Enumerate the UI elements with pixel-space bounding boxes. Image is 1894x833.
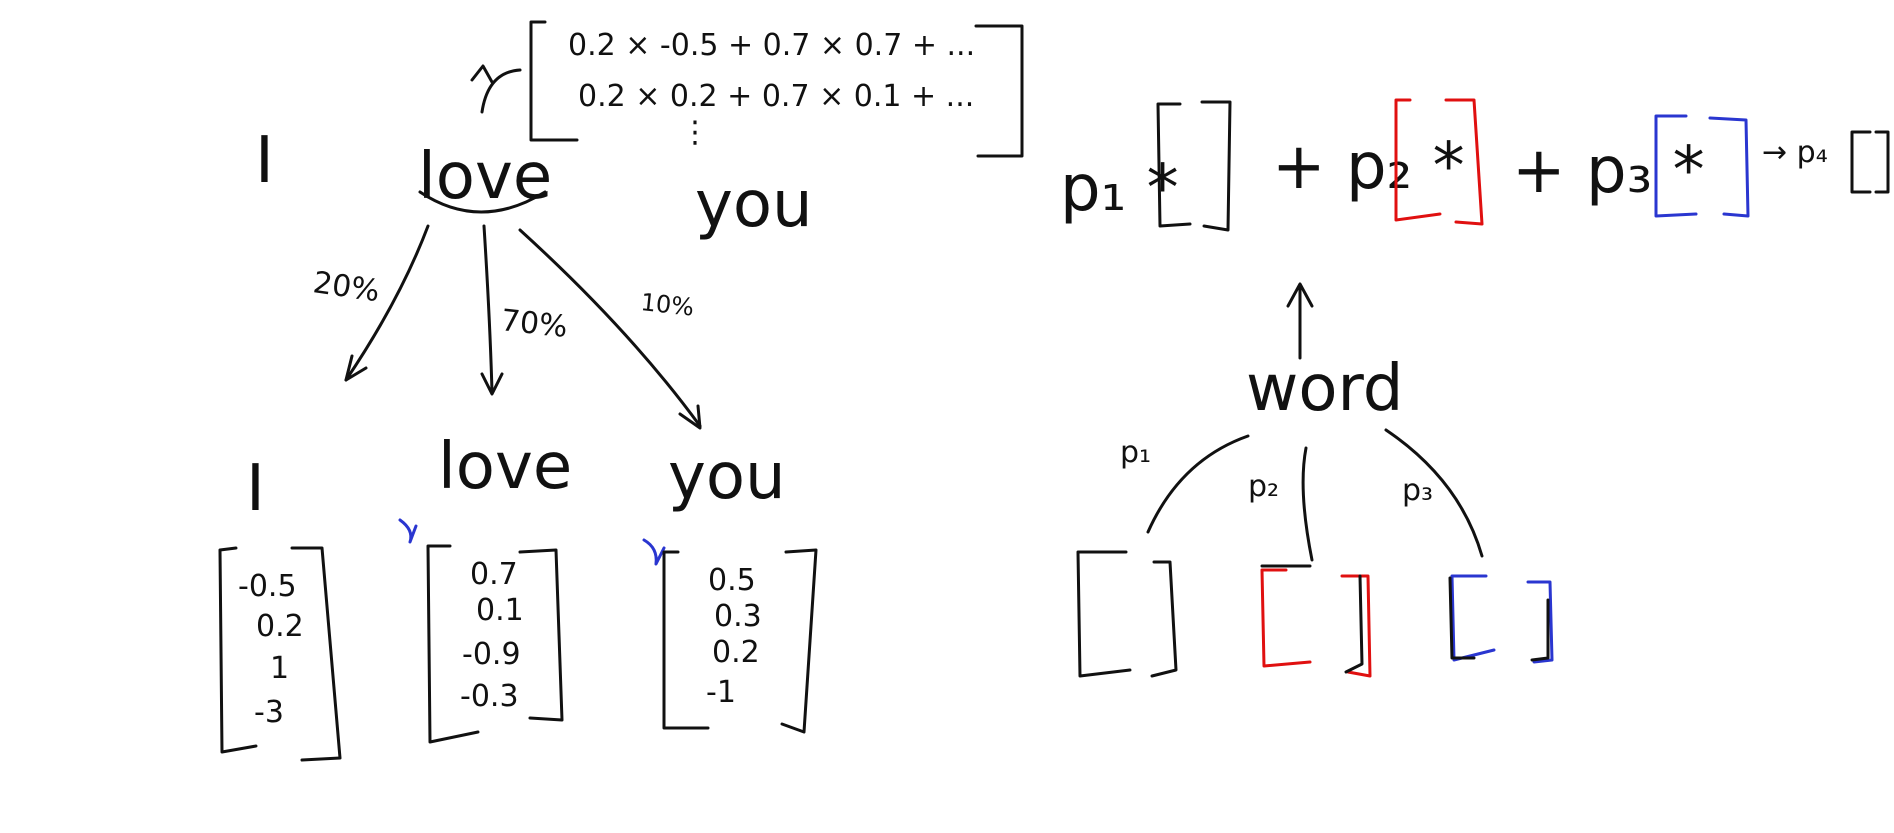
vector-i-row-4: -3 xyxy=(254,695,284,730)
blue-tick-love xyxy=(398,518,418,544)
word-to-equation-arrowhead xyxy=(1286,282,1314,308)
love-to-result-arrowhead xyxy=(470,64,494,84)
vector-you-row-3: 0.2 xyxy=(712,635,760,670)
branch-3-label: p₃ xyxy=(1402,473,1433,508)
weight-i-label: 20% xyxy=(311,265,382,309)
love-underline-arc xyxy=(418,190,547,214)
blue-tick-you xyxy=(642,538,666,566)
equation-vector-1-right xyxy=(1200,100,1232,232)
love-to-result-arrow xyxy=(480,68,522,114)
word-i-top: I xyxy=(255,124,274,198)
vector-you-row-1: 0.5 xyxy=(708,563,756,598)
bottom-vector-3-left xyxy=(1450,574,1496,662)
branch-1-label: p₁ xyxy=(1120,435,1151,470)
word-i-bottom: I xyxy=(246,452,265,526)
vector-i-row-3: 1 xyxy=(270,651,289,686)
arrow-love-to-you-head xyxy=(678,404,702,430)
branch-2-label: p₂ xyxy=(1248,469,1279,504)
vector-you-right-bracket xyxy=(780,548,818,734)
word-you-bottom: you xyxy=(668,440,786,514)
weight-you-label: 10% xyxy=(639,288,695,321)
arrow-love-to-i xyxy=(344,224,430,382)
vector-i-row-1: -0.5 xyxy=(238,569,297,604)
branch-3 xyxy=(1384,428,1484,558)
vector-love-left-bracket xyxy=(426,544,480,744)
branch-1 xyxy=(1146,434,1250,534)
bottom-vector-1-right xyxy=(1150,560,1178,678)
result-matrix-right-bracket xyxy=(974,24,1024,158)
word-love-bottom: love xyxy=(438,430,572,504)
bottom-vector-1-left xyxy=(1076,550,1132,678)
equation-vector-2-left xyxy=(1394,98,1442,222)
vector-i-left-bracket xyxy=(218,546,258,754)
branch-2 xyxy=(1301,446,1314,562)
equation-vector-2-right xyxy=(1444,98,1484,226)
equation-term-4: → p₄ xyxy=(1762,135,1828,170)
result-row-1: 0.2 × -0.5 + 0.7 × 0.7 + ... xyxy=(568,28,975,63)
result-row-3: ⋮ xyxy=(680,115,710,150)
vector-love-row-4: -0.3 xyxy=(460,679,519,714)
equation-vector-1-left xyxy=(1156,102,1192,228)
bottom-vector-2-left xyxy=(1260,568,1312,668)
arrow-love-to-love-head xyxy=(480,372,504,396)
vector-you-row-4: -1 xyxy=(706,675,736,710)
vector-you-row-2: 0.3 xyxy=(714,599,762,634)
equation-term-3: + p₃ * xyxy=(1512,134,1705,208)
vector-i-row-2: 0.2 xyxy=(256,609,304,644)
arrow-love-to-you xyxy=(518,228,702,428)
vector-love-row-1: 0.7 xyxy=(470,557,518,592)
weight-love-label: 70% xyxy=(499,303,569,345)
vector-love-row-2: 0.1 xyxy=(476,593,524,628)
result-matrix-left-bracket xyxy=(529,20,579,142)
word-label: word xyxy=(1246,352,1403,426)
equation-vector-4-left xyxy=(1850,130,1872,194)
equation-term-2: + p₂ * xyxy=(1272,130,1465,204)
equation-vector-3-left xyxy=(1654,114,1698,218)
word-you-top: you xyxy=(695,168,813,242)
bottom-vector-3-right xyxy=(1526,580,1554,664)
result-row-2: 0.2 × 0.2 + 0.7 × 0.1 + ... xyxy=(578,79,974,114)
arrow-love-to-love xyxy=(482,224,494,394)
vector-love-row-3: -0.9 xyxy=(462,637,521,672)
vector-love-right-bracket xyxy=(518,548,564,722)
bottom-vector-3-right-black xyxy=(1530,598,1550,662)
bottom-vector-2-right-black xyxy=(1344,574,1364,674)
vector-i-right-bracket xyxy=(290,546,342,762)
bottom-vector-2-right xyxy=(1340,574,1372,678)
bottom-vector-3-left-black xyxy=(1448,576,1476,660)
vector-you-left-bracket xyxy=(662,550,710,730)
arrow-love-to-i-head xyxy=(344,354,368,382)
equation-vector-4-right xyxy=(1874,130,1890,194)
equation-vector-3-right xyxy=(1708,116,1750,218)
